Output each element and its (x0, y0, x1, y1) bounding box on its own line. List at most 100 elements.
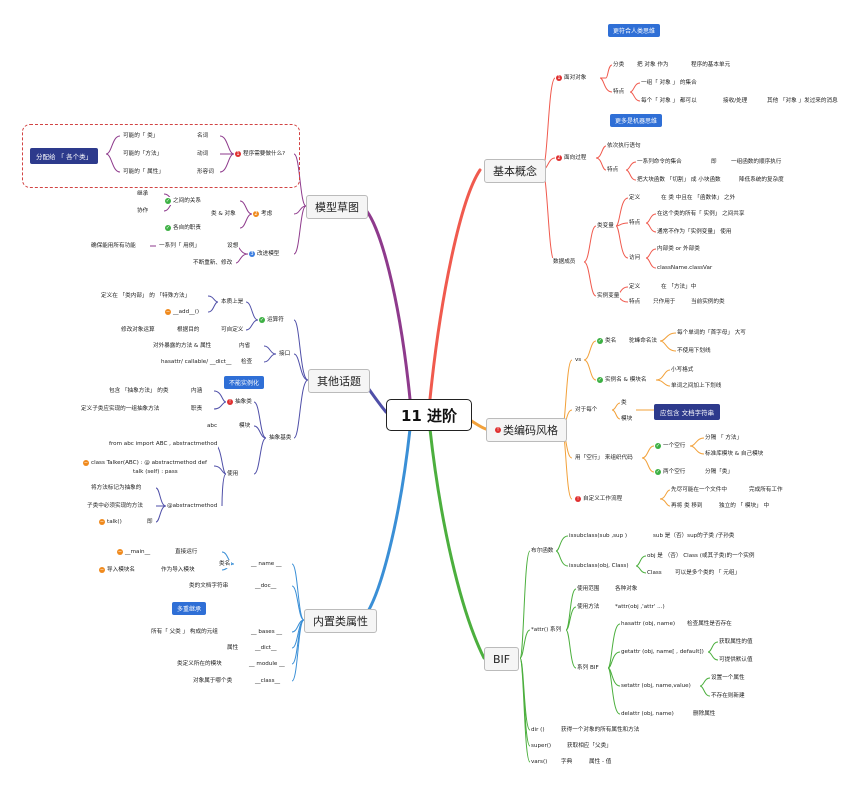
node-setattr-2[interactable]: 不存在则新建 (710, 692, 746, 700)
node-blank-1[interactable]: ✓一个空行 (654, 442, 687, 450)
node-vars-dict[interactable]: 字典 (560, 758, 574, 766)
node-op-add[interactable]: −__add__() (164, 308, 201, 316)
node-inst-var[interactable]: 实例变量 (596, 292, 621, 300)
node-relation[interactable]: ✓之间的关系 (164, 197, 202, 205)
node-inst-r2[interactable]: 单词之间加上下划线 (670, 382, 723, 390)
node-op-modify-b[interactable]: 根据目的 (176, 326, 201, 334)
node-oop-class-b[interactable]: 程序的基本单元 (690, 61, 732, 69)
node-cls-r1[interactable]: 每个单词的「首字母」 大写 (676, 329, 747, 337)
branch-class-style[interactable]: ! 类编码风格 (486, 418, 567, 442)
node-blank-2a[interactable]: 分隔「类」 (704, 468, 734, 476)
node-verb-b[interactable]: 动词 (196, 150, 210, 158)
node-hasattr[interactable]: hasattr (obj, name) (620, 620, 677, 628)
node-hasattr-desc[interactable]: 检查属性是否存在 (686, 620, 733, 628)
node-iv-feat-b[interactable]: 只作用于 (652, 298, 677, 306)
node-abs-mod-b[interactable]: 模块 (238, 422, 252, 430)
node-series-b[interactable]: 设想 (226, 242, 240, 250)
node-interface[interactable]: 接口 (278, 350, 292, 358)
branch-bif[interactable]: BIF (484, 647, 520, 671)
node-bool-func[interactable]: 布尔函数 (530, 547, 555, 555)
node-deco-1[interactable]: 将方法标记为抽象的 (90, 484, 143, 492)
node-class[interactable]: __class__ (254, 677, 282, 685)
node-super-desc[interactable]: 获取相应「父类」 (566, 742, 613, 750)
node-blank-2[interactable]: ✓两个空行 (654, 468, 687, 476)
node-use-3[interactable]: talk (self) : pass (132, 468, 179, 476)
node-module-desc[interactable]: 类定义所在的模块 (176, 660, 223, 668)
node-abs-duty-desc[interactable]: 定义子类应实现的一组抽象方法 (80, 405, 161, 413)
node-custom-1b[interactable]: 完成所有工作 (748, 486, 784, 494)
node-each[interactable]: 对于每个 (574, 406, 599, 414)
node-blank[interactable]: 用「空行」 来组织代码 (574, 454, 634, 462)
node-cv-def-b[interactable]: 在 类 中且在 「函数体」 之外 (660, 194, 737, 202)
node-series-bif[interactable]: 系列 BIF (576, 664, 600, 672)
node-oop-feat-2b[interactable]: 接收/处理 (722, 97, 749, 105)
node-introspect-desc[interactable]: 对外暴露的方法 & 属性 (152, 342, 213, 350)
node-cv-f2[interactable]: 通常不作为「实例变量」 使用 (656, 228, 733, 236)
node-check-desc[interactable]: hasattr/ callable/ __dict__ (160, 358, 233, 366)
node-operator[interactable]: ✓运算符 (258, 316, 285, 324)
node-delattr-desc[interactable]: 删除属性 (692, 710, 717, 718)
node-range-b[interactable]: 各种对象 (614, 585, 639, 593)
node-usage-b[interactable]: *attr(obj ,'attr' ...) (614, 603, 666, 611)
node-name[interactable]: __ name __ (250, 560, 283, 568)
node-getattr-2[interactable]: 可提供默认值 (718, 656, 754, 664)
node-vars[interactable]: vars() (530, 758, 549, 766)
node-oop-feat-2a[interactable]: 每个「 对象 」 都可以 (640, 97, 698, 105)
node-oop-class[interactable]: 分类 (612, 61, 626, 69)
node-ensure[interactable]: 确保能用所有功能 (90, 242, 137, 250)
node-adj-b[interactable]: 形容词 (196, 168, 215, 176)
node-use-2[interactable]: −class Talker(ABC) : @ abstractmethod de… (82, 459, 208, 467)
node-oop-feat[interactable]: 特点 (612, 88, 626, 96)
node-class-name-rule[interactable]: 驼峰命名法 (628, 337, 658, 345)
node-usage-a[interactable]: 使用方法 (576, 603, 601, 611)
node-module[interactable]: __ module __ (248, 660, 286, 668)
node-isinstance-1[interactable]: obj 是 （否） Class (或其子类)的一个实例 (646, 552, 756, 560)
node-delattr[interactable]: delattr (obj, name) (620, 710, 675, 718)
node-issubclass-desc[interactable]: sub 是（否）sup的子类 /子孙类 (652, 532, 736, 540)
node-abs-contain-desc[interactable]: 包含 「抽象方法」 的类 (108, 387, 170, 395)
node-vs[interactable]: vs (574, 356, 583, 364)
node-class-object[interactable]: 类 & 对象 (210, 210, 237, 218)
node-oop-feat-1[interactable]: 一组「 对象 」 的集合 (640, 79, 698, 87)
node-dict[interactable]: __dict__ (254, 644, 278, 652)
node-op-custom[interactable]: 可自定义 (220, 326, 245, 334)
node-use-1[interactable]: from abc import ABC , abstractmethod (108, 440, 219, 448)
branch-basic-concepts[interactable]: 基本概念 (484, 159, 546, 183)
node-dir[interactable]: dir () (530, 726, 546, 734)
node-class-var[interactable]: 类变量 (596, 222, 615, 230)
node-oop-class-a[interactable]: 把 对象 作为 (636, 61, 670, 69)
node-cv-a2[interactable]: className.classVar (656, 264, 714, 272)
node-issubclass[interactable]: issubclass(sub ,sup ) (568, 532, 629, 540)
node-cv-feat[interactable]: 特点 (628, 219, 642, 227)
node-doc-desc[interactable]: 类的文档字符串 (188, 582, 230, 590)
node-iv-def-b[interactable]: 在 「方法」中 (660, 283, 698, 291)
node-pp-f2a[interactable]: 把大块函数 「切割」 成 小块函数 (636, 176, 722, 184)
node-bases[interactable]: __ bases __ (250, 628, 283, 636)
node-each-module[interactable]: 模块 (620, 415, 634, 423)
node-abc[interactable]: 抽象基类 (268, 434, 293, 442)
node-main[interactable]: −__main__ (116, 548, 152, 556)
node-cv-def-a[interactable]: 定义 (628, 194, 642, 202)
node-custom-flow[interactable]: !自定义工作流程 (574, 495, 624, 503)
node-data-member[interactable]: 数据成员 (552, 258, 577, 266)
node-custom-1a[interactable]: 先尽可能在一个文件中 (670, 486, 728, 494)
node-use[interactable]: 使用 (226, 470, 240, 478)
node-blank-1a[interactable]: 分隔 「 方法」 (704, 434, 744, 442)
node-pp-f2b[interactable]: 降低系统的复杂度 (738, 176, 785, 184)
node-getattr-1[interactable]: 获取属性的值 (718, 638, 754, 646)
node-iv-feat-a[interactable]: 特点 (628, 298, 642, 306)
node-collab[interactable]: 协作 (136, 207, 150, 215)
node-op-essence[interactable]: 本质上是 (220, 298, 245, 306)
node-setattr[interactable]: setattr (obj, name,value) (620, 682, 692, 690)
node-deco-3a[interactable]: −talk() (98, 518, 123, 526)
node-each-class[interactable]: 类 (620, 399, 628, 407)
node-class-name[interactable]: ✓类名 (596, 337, 618, 345)
assign-classes-box[interactable]: 分配给 「 各个类」 (30, 148, 99, 164)
node-op-modify-a[interactable]: 修改对象运算 (120, 326, 156, 334)
node-cv-f1[interactable]: 在这个类的所有「 实例」 之间共享 (656, 210, 746, 218)
node-vars-kv[interactable]: 属性 - 值 (588, 758, 613, 766)
